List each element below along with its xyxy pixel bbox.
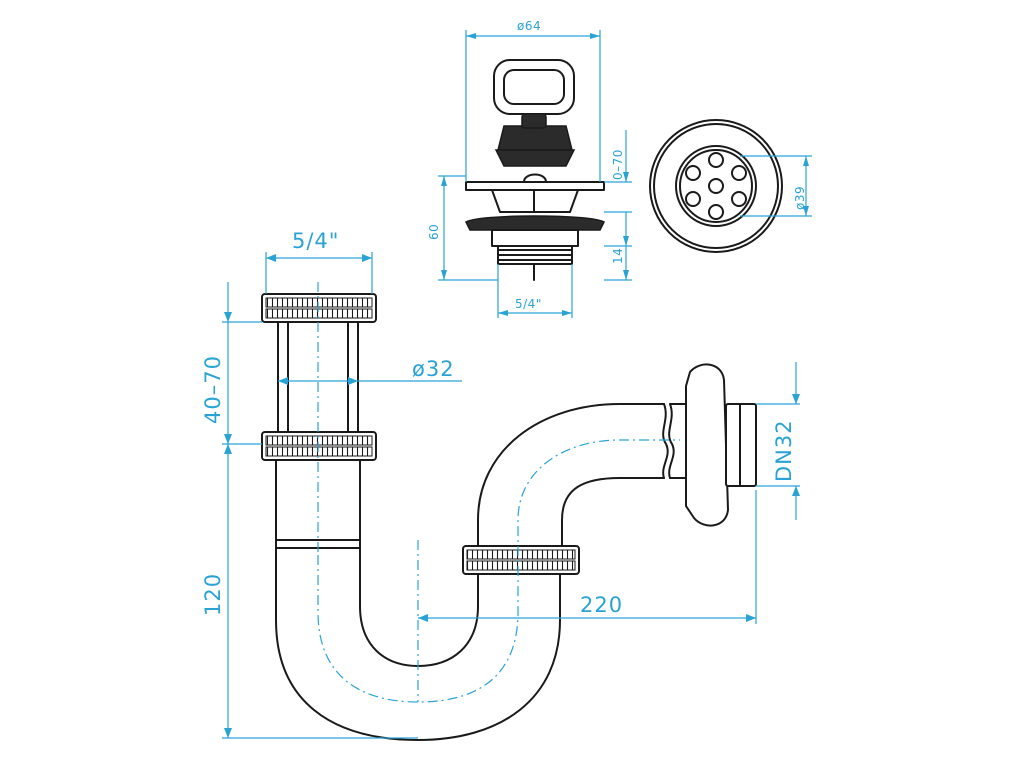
stopper-travel-label: 0–70	[611, 149, 625, 180]
waste-thread-label: 5/4"	[515, 297, 542, 311]
top-nut	[261, 293, 377, 323]
trap-depth-label: 120	[201, 573, 225, 616]
trap-thread-label: 5/4"	[292, 229, 339, 253]
plug-waste-dimensions: ø64 0–70 14 60 5/4"	[427, 19, 632, 318]
wall-outlet	[669, 363, 757, 527]
outlet-bend	[477, 403, 675, 547]
trap-centerlines	[317, 282, 680, 703]
waste-body	[465, 215, 605, 281]
trap-length-label: 220	[580, 593, 623, 617]
trap-height-adjust-label: 40–70	[201, 355, 225, 424]
grate-diameter-label: ø39	[793, 186, 807, 210]
bottle-trap-assembly	[261, 282, 757, 741]
waste-height-label: 60	[427, 224, 441, 240]
grate-head	[465, 173, 605, 213]
rubber-stopper	[494, 113, 576, 167]
middle-nut	[261, 431, 377, 461]
outlet-dn-label: DN32	[772, 419, 796, 482]
thread-length-label: 14	[611, 248, 625, 264]
plug-waste-assembly	[465, 59, 605, 281]
trap-dimensions: 5/4" ø32 40–70 120 220 DN32	[201, 229, 800, 739]
trap-diameter-label: ø32	[412, 357, 455, 381]
grate-holes	[685, 152, 747, 220]
waste-diameter-label: ø64	[517, 19, 541, 33]
grate-top-view	[649, 119, 783, 253]
grate-dimensions: ø39	[740, 155, 812, 217]
outlet-nut	[462, 545, 580, 575]
